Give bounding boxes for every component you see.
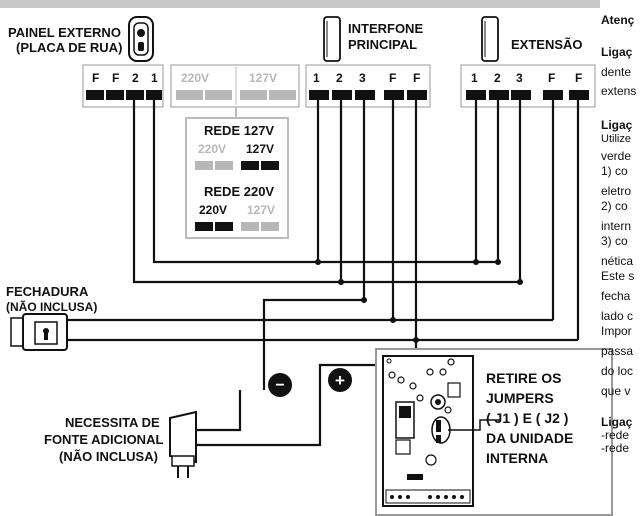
panel-terminal-block: F F 2 1 bbox=[82, 64, 164, 108]
jumper-pointer-line bbox=[448, 419, 500, 431]
fonte-line-2: FONTE ADICIONAL bbox=[44, 432, 163, 447]
side-text-19: do loc bbox=[601, 364, 633, 378]
side-text-column: Atenç Ligaç dente extens Ligaç Utilize v… bbox=[601, 13, 636, 455]
interfone-terminal-block: 1 2 3 F F bbox=[305, 64, 431, 108]
side-text-22: -rede bbox=[601, 428, 629, 442]
panel-terminal-label-2: 2 bbox=[132, 71, 139, 85]
fechadura-subtitle: (NÃO INCLUSA) bbox=[6, 299, 97, 314]
interfone-terminal-label-2: 3 bbox=[359, 71, 366, 85]
minus-icon: − bbox=[268, 373, 292, 397]
side-text-10: 2) co bbox=[601, 199, 628, 213]
interfone-principal-icon bbox=[323, 16, 341, 62]
side-text-3: dente bbox=[601, 65, 631, 79]
panel-terminal-2 bbox=[126, 90, 144, 100]
panel-terminal-label-1: F bbox=[112, 71, 119, 85]
panel-terminal-1 bbox=[146, 90, 162, 100]
jumper-box: RETIRE OS JUMPERS ( J1 ) E ( J2 ) DA UNI… bbox=[375, 348, 613, 516]
side-text-5: Ligaç bbox=[601, 118, 633, 132]
plus-symbol: + bbox=[335, 371, 345, 390]
extensao-terminal-label-4: F bbox=[575, 71, 582, 85]
side-text-2: Ligaç bbox=[601, 45, 633, 59]
side-text-12: 3) co bbox=[601, 234, 628, 248]
side-text-15: fecha bbox=[601, 289, 631, 303]
painel-externo-title: PAINEL EXTERNO bbox=[8, 25, 121, 40]
painel-externo-device-icon bbox=[128, 16, 154, 62]
side-text-9: eletro bbox=[601, 184, 631, 198]
side-text-21: Ligaç bbox=[601, 415, 633, 429]
voltage-terminal-block: 220V 127V bbox=[170, 64, 300, 108]
rede-220v-title: REDE 220V bbox=[204, 184, 274, 199]
extensao-terminal-block: 1 2 3 F F bbox=[460, 64, 596, 108]
panel-terminal-label-0: F bbox=[92, 71, 99, 85]
rede-voltage-box: REDE 127V 220V 127V REDE 220V 220V 127V bbox=[185, 117, 289, 239]
extensao-title: EXTENSÃO bbox=[511, 37, 583, 52]
side-text-20: que v bbox=[601, 384, 630, 398]
interfone-terminal-label-3: F bbox=[389, 71, 396, 85]
fonte-line-1: NECESSITA DE bbox=[65, 415, 160, 430]
power-adapter-icon bbox=[169, 410, 197, 478]
jumper-text-4: DA UNIDADE bbox=[486, 430, 573, 446]
fonte-line-3: (NÃO INCLUSA) bbox=[59, 449, 158, 464]
side-text-11: intern bbox=[601, 219, 631, 233]
rede-127v-right: 127V bbox=[246, 142, 274, 156]
side-text-13: nética bbox=[601, 254, 633, 268]
side-text-7: verde bbox=[601, 149, 631, 163]
extensao-terminal-label-1: 2 bbox=[494, 71, 501, 85]
minus-symbol: − bbox=[275, 377, 284, 394]
extensao-terminal-label-0: 1 bbox=[471, 71, 478, 85]
wiring bbox=[65, 100, 580, 447]
side-text-8: 1) co bbox=[601, 164, 628, 178]
side-text-6: Utilize bbox=[601, 133, 631, 145]
painel-externo-subtitle: (PLACA DE RUA) bbox=[16, 40, 122, 55]
rede-220v-right: 127V bbox=[247, 203, 275, 217]
rede-220v-left: 220V bbox=[199, 203, 227, 217]
top-bar bbox=[0, 0, 600, 8]
rede-127v-title: REDE 127V bbox=[204, 123, 274, 138]
interfone-title-1: INTERFONE bbox=[348, 21, 423, 36]
interfone-title-2: PRINCIPAL bbox=[348, 37, 417, 52]
side-text-14: Este s bbox=[601, 269, 634, 283]
extensao-icon bbox=[481, 16, 499, 62]
panel-terminal-f2 bbox=[106, 90, 124, 100]
interfone-terminal-label-1: 2 bbox=[336, 71, 343, 85]
voltage-terminal-127v: 127V bbox=[249, 71, 277, 85]
side-text-23: -rede bbox=[601, 441, 629, 455]
side-text-1: Atenç bbox=[601, 13, 635, 27]
side-text-16: lado c bbox=[601, 309, 633, 323]
extensao-terminal-label-2: 3 bbox=[516, 71, 523, 85]
extensao-terminal-label-3: F bbox=[548, 71, 555, 85]
interfone-terminal-label-0: 1 bbox=[313, 71, 320, 85]
side-text-17: Impor bbox=[601, 324, 632, 338]
fechadura-title: FECHADURA bbox=[6, 284, 89, 299]
jumper-text-1: RETIRE OS bbox=[486, 370, 561, 386]
plus-icon: + bbox=[328, 368, 352, 392]
interfone-terminal-label-4: F bbox=[413, 71, 420, 85]
circuit-board-icon bbox=[382, 355, 474, 507]
fechadura-lock-icon bbox=[10, 313, 68, 351]
side-text-18: passa bbox=[601, 344, 633, 358]
voltage-terminal-220v: 220V bbox=[181, 71, 209, 85]
rede-127v-left: 220V bbox=[198, 142, 226, 156]
jumper-text-2: JUMPERS bbox=[486, 390, 554, 406]
jumper-text-3: ( J1 ) E ( J2 ) bbox=[486, 410, 568, 426]
panel-terminal-f1 bbox=[86, 90, 104, 100]
jumper-text-5: INTERNA bbox=[486, 450, 548, 466]
side-text-4: extens bbox=[601, 84, 636, 98]
panel-terminal-label-3: 1 bbox=[151, 71, 158, 85]
